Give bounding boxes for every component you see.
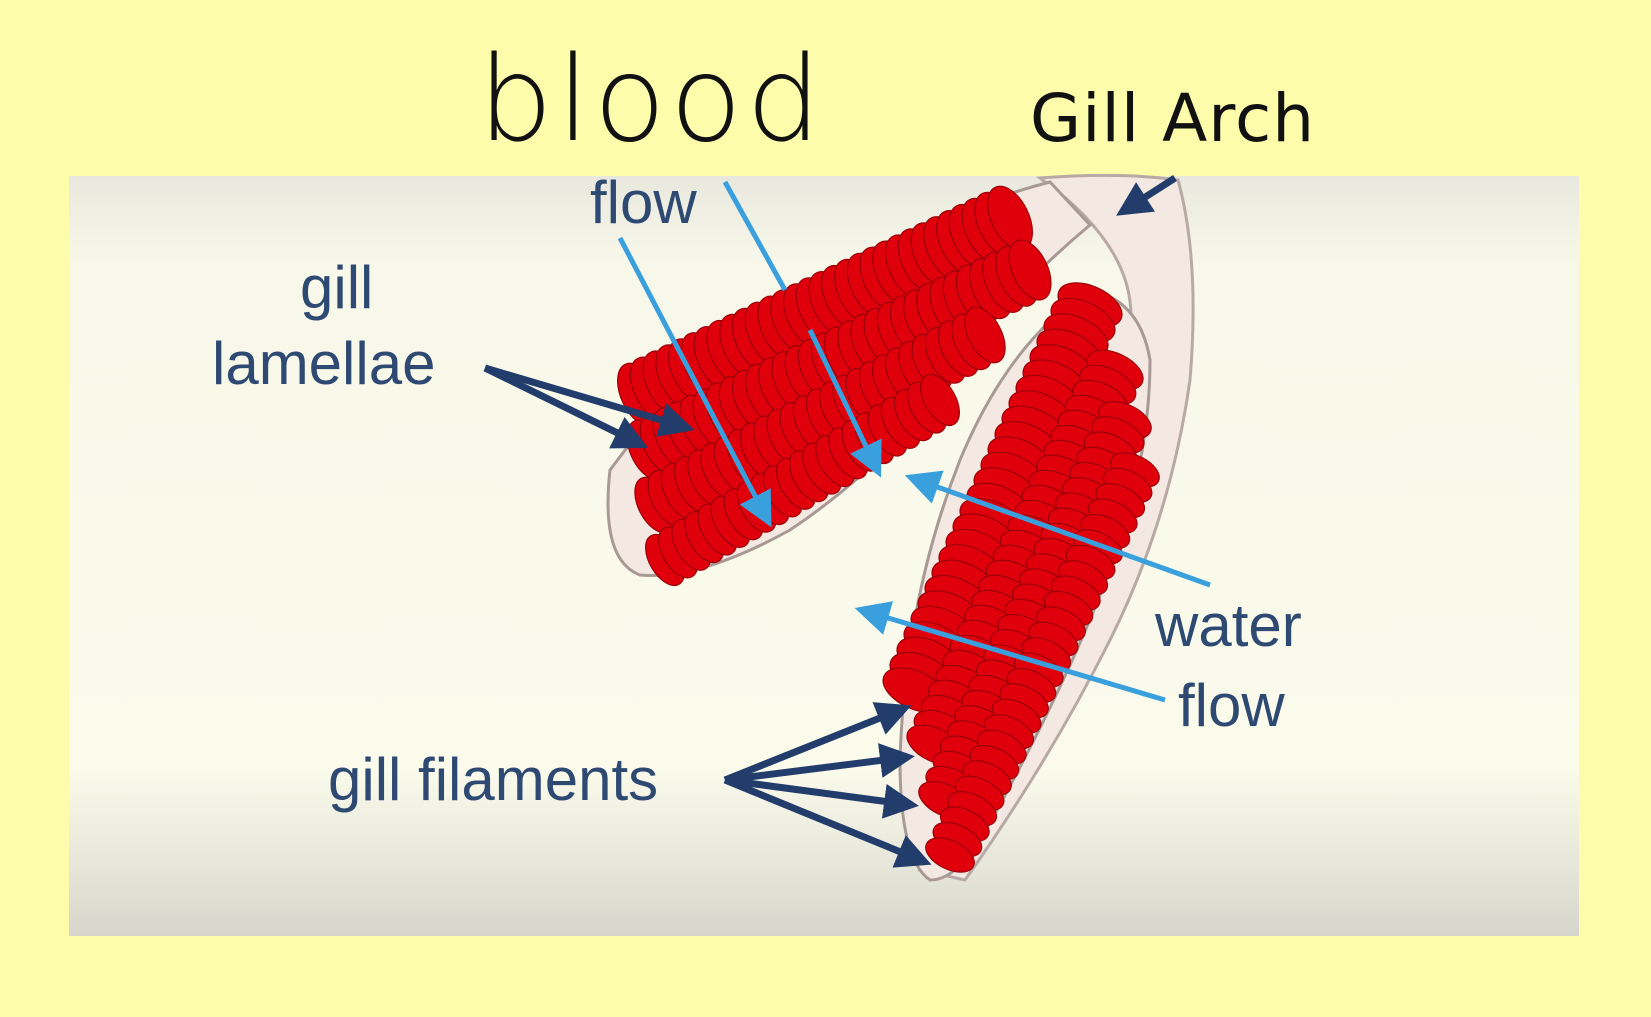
water-flow-label-line2: flow bbox=[1178, 672, 1285, 739]
lamellae-pointer-2 bbox=[483, 364, 649, 449]
blood-flow-arrow-2 bbox=[617, 236, 772, 528]
blood-flow-arrow-3 bbox=[807, 328, 882, 478]
filaments-pointer-2 bbox=[724, 743, 915, 784]
gill-lamellae-label-line2: lamellae bbox=[212, 330, 436, 397]
lamella bbox=[920, 373, 960, 427]
handwritten-gill-arch-label: Gill Arch bbox=[1030, 80, 1316, 157]
lamellae-pointer-1 bbox=[484, 364, 695, 437]
water-flow-arrow-1 bbox=[904, 470, 1211, 588]
filaments-pointer-4 bbox=[723, 776, 932, 868]
pointer-arrows bbox=[483, 175, 1177, 868]
gill-filaments-label: gill filaments bbox=[328, 746, 659, 813]
upper-lamellae-row-1 bbox=[617, 185, 1033, 428]
lower-lamellae bbox=[882, 282, 1160, 873]
blood-flow-arrows bbox=[617, 180, 882, 528]
blood-flow-arrow-1 bbox=[722, 180, 788, 292]
lower-lamellae-row-4 bbox=[925, 452, 1160, 873]
upper-lamellae-row-3 bbox=[634, 306, 1006, 534]
gill-arch-pointer bbox=[1116, 175, 1177, 216]
gill-lamellae-label-line1: gill bbox=[300, 254, 374, 321]
water-flow-arrow-2 bbox=[854, 601, 1166, 703]
handwritten-blood-label: blood bbox=[478, 30, 825, 168]
filaments-pointer-1 bbox=[723, 702, 912, 784]
blood-flow-label: flow bbox=[590, 169, 697, 236]
water-flow-label-line1: water bbox=[1155, 592, 1302, 659]
lamella bbox=[964, 306, 1006, 364]
filaments-pointer-3 bbox=[724, 776, 919, 819]
upper-lamellae bbox=[617, 185, 1052, 587]
water-flow-arrows bbox=[854, 470, 1211, 703]
lamella bbox=[1008, 239, 1052, 301]
